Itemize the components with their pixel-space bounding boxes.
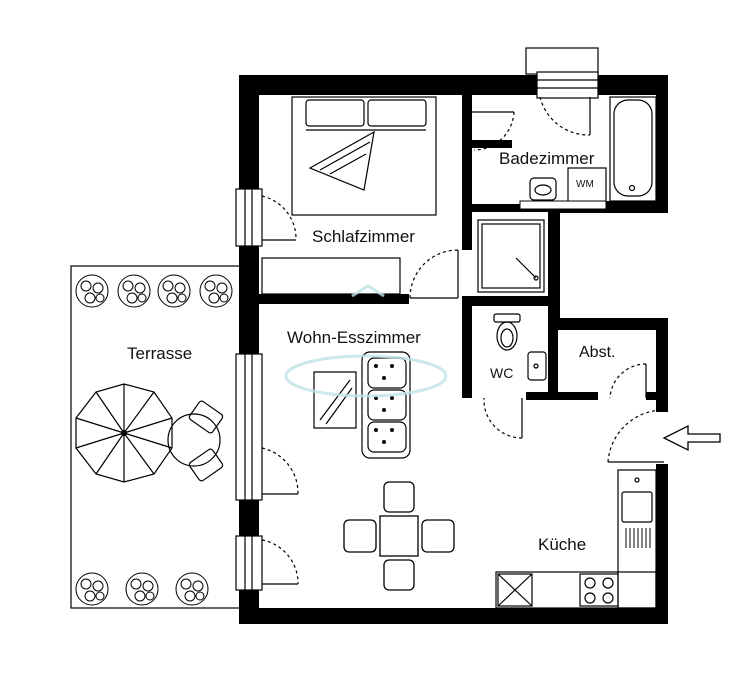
plant-icon [125,572,159,606]
dresser [261,257,401,295]
kitchen-counter [495,469,657,609]
watermark [284,284,448,398]
doors [261,96,665,585]
washing-machine-label: WM [576,179,594,190]
stove-icon [579,573,619,607]
room-label-abst: Abst. [579,344,616,361]
room-label-terrasse: Terrasse [127,344,193,363]
room-label-wc: WC [490,365,514,381]
fridge [497,573,533,607]
plant-icon [157,274,191,308]
dining-table-icon [343,481,455,591]
entrance-arrow-icon [662,424,721,452]
plant-icon [175,572,209,606]
interior-walls [259,95,656,400]
kitchen-sink-icon [621,477,653,548]
coffee-table-icon [313,371,357,429]
bath-counter [519,200,607,210]
plant-icon [117,274,151,308]
bathtub-icon [609,96,657,202]
sofa-icon [361,351,411,459]
walls [239,75,668,624]
room-label-wohn-esszimmer: Wohn-Esszimmer [287,328,421,347]
parasol-icon [75,383,173,483]
terrace [70,265,242,609]
plant-icon [199,274,233,308]
shower-icon [477,219,545,293]
toilet-icon [493,313,521,351]
room-label-schlafzimmer: Schlafzimmer [312,227,415,246]
plant-icon [75,274,109,308]
windows [235,47,599,591]
sink-icon [529,177,557,201]
wc-sink [527,351,547,381]
room-label-kueche: Küche [538,535,587,554]
bistro-table-icon [167,400,224,482]
room-label-badezimmer: Badezimmer [499,149,595,168]
bed-icon [291,96,437,216]
plant-icon [75,572,109,606]
plants [75,274,233,606]
